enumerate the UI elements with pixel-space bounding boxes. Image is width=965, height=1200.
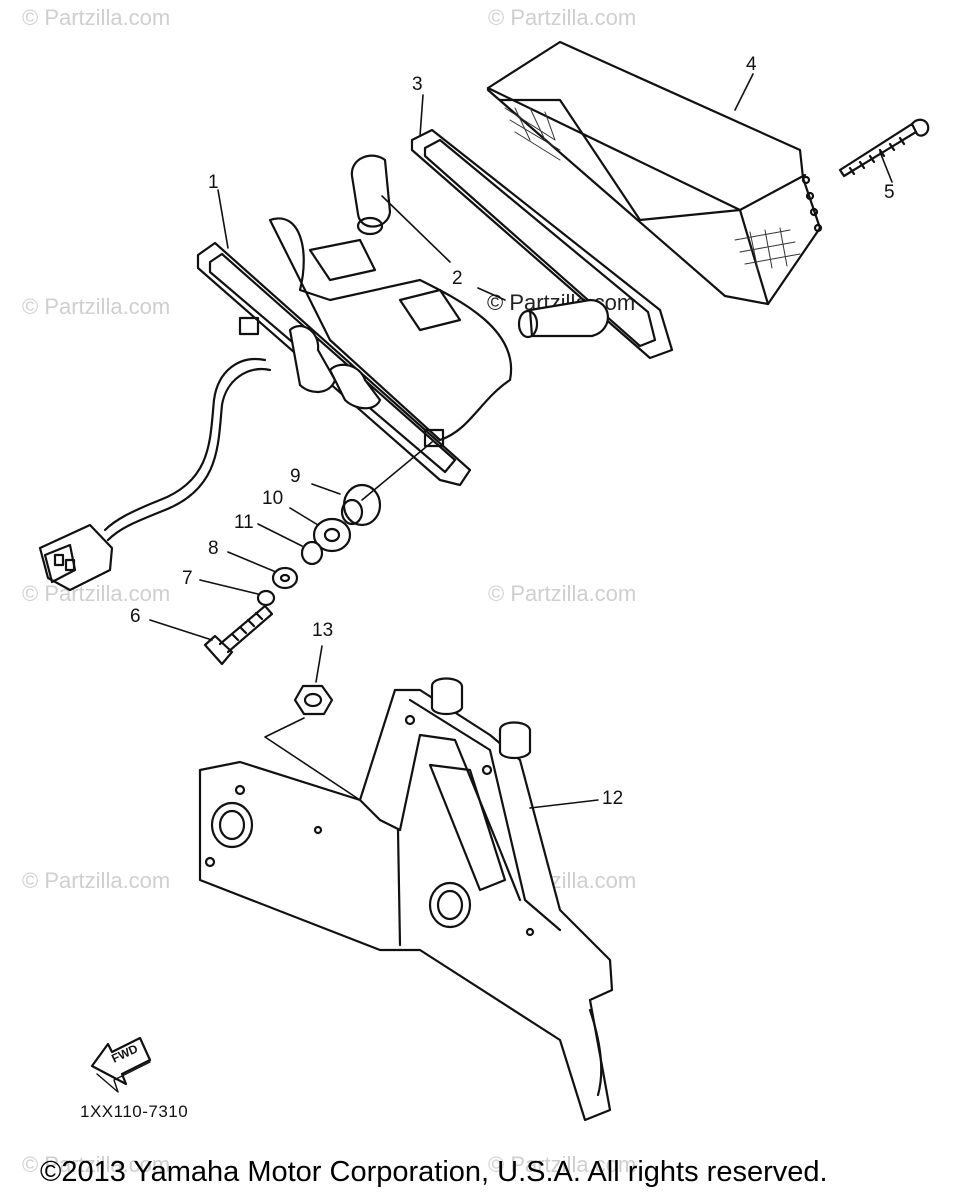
bulb-lower <box>517 298 609 339</box>
diagram-code: 1XX110-7310 <box>80 1102 189 1121</box>
callout-12: 12 <box>602 788 624 809</box>
lens-gasket <box>410 128 674 360</box>
watermark: © Partzilla.com <box>22 5 171 30</box>
taillight-lens-housing <box>486 40 823 306</box>
callout-7: 7 <box>182 568 193 589</box>
leader-lines <box>149 73 893 809</box>
watermark: © Partzilla.com <box>22 1152 171 1177</box>
callout-5: 5 <box>884 182 895 203</box>
watermark: © Partzilla.com <box>488 581 637 606</box>
taillight-base-plate <box>196 217 513 487</box>
callout-3: 3 <box>412 74 423 95</box>
watermark: © Partzilla.com <box>22 868 171 893</box>
watermark: © Partzilla.com <box>488 1152 637 1177</box>
watermark: © Partzilla.com <box>22 581 171 606</box>
lens-screw <box>838 118 930 178</box>
callout-10: 10 <box>262 488 284 509</box>
callout-2: 2 <box>452 268 463 289</box>
flange-nut <box>293 684 334 716</box>
callout-4: 4 <box>746 54 757 75</box>
callout-11: 11 <box>234 512 254 533</box>
license-bracket <box>198 677 614 1122</box>
callout-8: 8 <box>208 538 219 559</box>
watermark: © Partzilla.com <box>22 294 171 319</box>
bulb-upper <box>350 154 392 236</box>
wiring-harness <box>38 357 272 592</box>
copyright-notice: ©2013 Yamaha Motor Corporation, U.S.A. A… <box>40 1156 828 1188</box>
callout-13: 13 <box>312 620 334 641</box>
watermark: © Partzilla.com <box>488 5 637 30</box>
callout-9: 9 <box>290 466 301 487</box>
callout-1: 1 <box>208 172 219 193</box>
fastener-stack <box>203 483 382 666</box>
callout-6: 6 <box>130 606 141 627</box>
fwd-arrow-icon <box>90 1036 152 1093</box>
